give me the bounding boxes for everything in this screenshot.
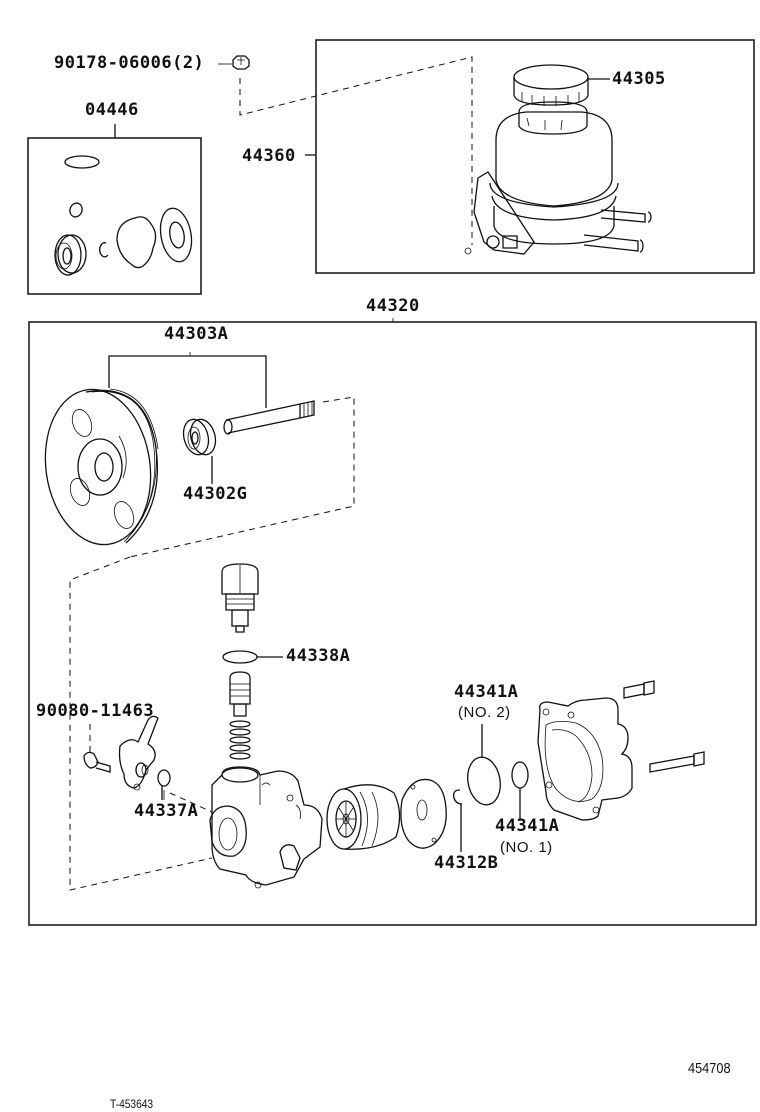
label-kit[interactable]: 04446	[85, 100, 139, 120]
reference-id: T-453643	[110, 1097, 154, 1111]
kit-seal-icon	[54, 234, 87, 276]
housing-bolt-short-icon	[623, 680, 655, 699]
kit-washer-icon	[159, 207, 193, 263]
kit-oring-large-icon	[64, 155, 100, 169]
shaft-icon	[223, 400, 315, 435]
label-oring-no2-note: (NO. 2)	[458, 704, 511, 721]
illustration-id: 454708	[688, 1060, 731, 1077]
pump-body-icon	[209, 766, 323, 889]
pulley-icon	[44, 388, 159, 546]
label-pulley-shaft[interactable]: 44303A	[164, 324, 229, 344]
pulley-shaft-bracket	[108, 355, 267, 408]
nut-icon	[218, 55, 473, 245]
label-oring-no1[interactable]: 44341A	[495, 816, 560, 836]
kit-snapring-icon	[99, 242, 109, 258]
label-oring-valve[interactable]: 44338A	[286, 646, 351, 666]
shaft-dashed-link	[129, 396, 355, 558]
label-bolt[interactable]: 90080-11463	[36, 701, 155, 721]
label-nut[interactable]: 90178-06006(2)	[54, 53, 205, 73]
union-oring-icon	[157, 769, 171, 800]
label-snap-ring[interactable]: 44312B	[434, 853, 499, 873]
pump-assembly-frame	[28, 321, 757, 926]
kit-oring-small-icon	[69, 202, 83, 218]
side-plate-icon	[400, 778, 447, 849]
reservoir-icon	[464, 101, 652, 255]
kit-contents	[54, 155, 193, 276]
label-reservoir[interactable]: 44360	[242, 146, 296, 166]
label-bearing[interactable]: 44302G	[183, 484, 248, 504]
kit-frame	[27, 137, 202, 295]
label-oring-no2[interactable]: 44341A	[454, 682, 519, 702]
rear-housing-icon	[537, 697, 633, 821]
oring-no1-icon	[511, 761, 529, 820]
oring-no2-icon	[467, 724, 501, 806]
label-oring-no1-note: (NO. 1)	[500, 839, 553, 856]
snap-ring-icon	[452, 789, 463, 852]
cap-icon	[513, 64, 610, 106]
valve-spool-icon	[229, 671, 251, 717]
label-pump-assembly[interactable]: 44320	[366, 296, 420, 316]
body-dashed-link	[69, 556, 213, 891]
cam-ring-icon	[326, 784, 401, 850]
valve-plug-icon	[221, 563, 259, 633]
label-oring-union[interactable]: 44337A	[134, 801, 199, 821]
reservoir-frame	[315, 39, 755, 274]
housing-bolt-long-icon	[649, 751, 705, 773]
valve-spring-icon	[229, 720, 251, 760]
kit-gasket-icon	[116, 216, 157, 269]
label-cap[interactable]: 44305	[612, 69, 666, 89]
bearing-icon	[182, 418, 217, 484]
bolt-icon	[83, 724, 111, 773]
union-fitting-icon	[118, 715, 159, 791]
valve-oring-icon	[222, 650, 283, 664]
